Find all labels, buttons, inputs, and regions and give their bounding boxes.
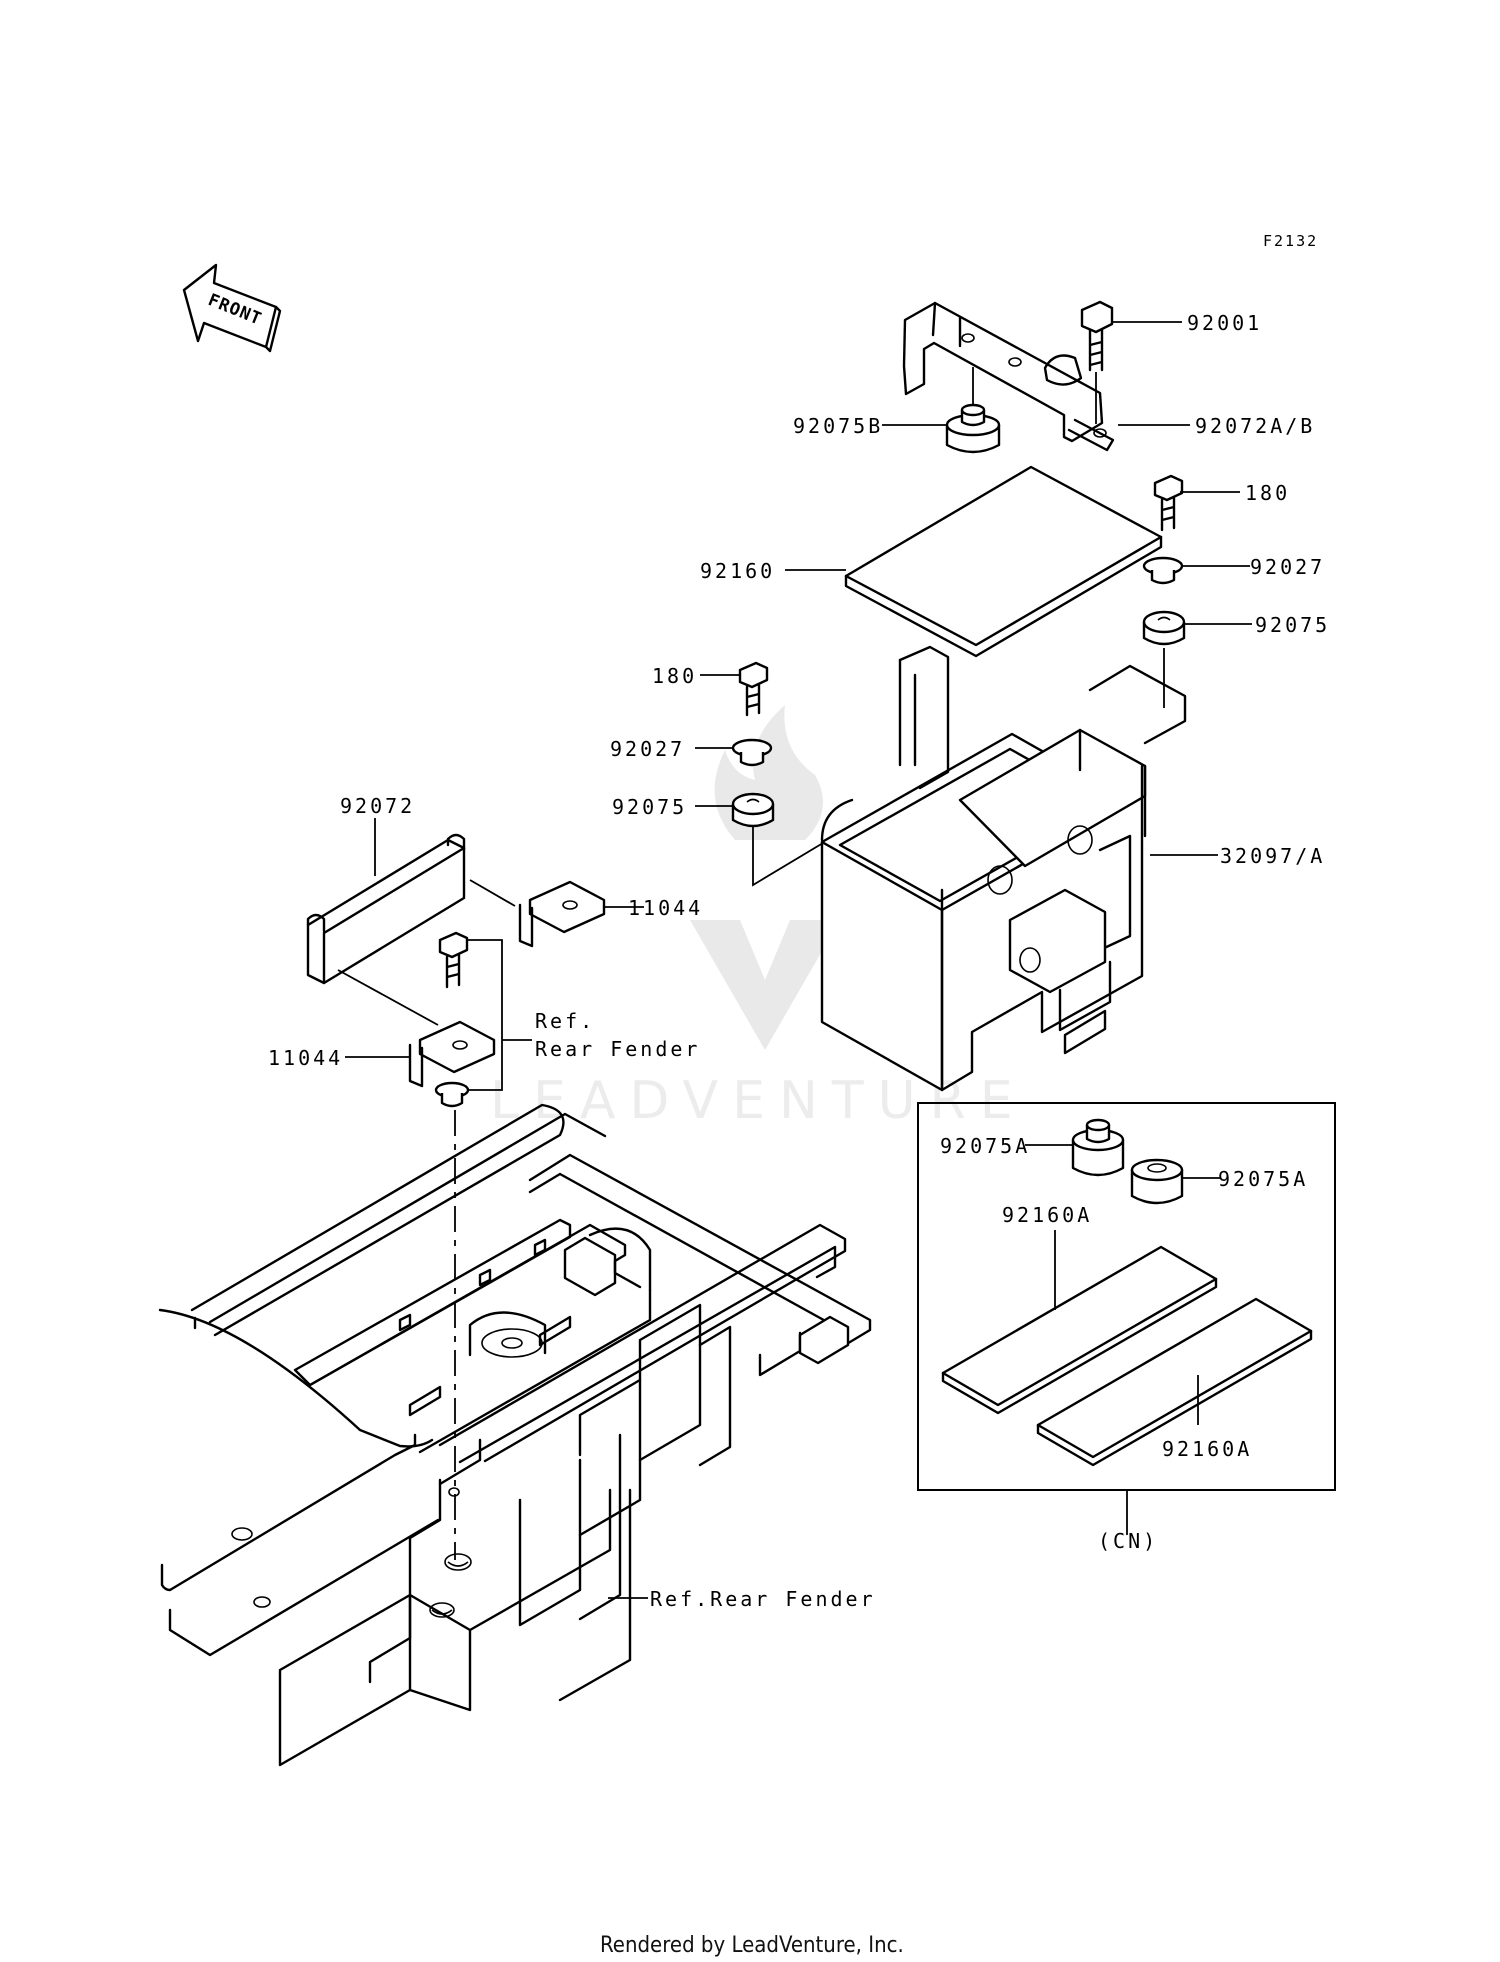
label-92001: 92001 — [1187, 311, 1262, 335]
collar-left-ref — [434, 1081, 470, 1108]
label-11044-lower: 11044 — [268, 1046, 343, 1070]
collar-92027-left — [695, 738, 773, 767]
ref-label-line1: Ref. — [535, 1009, 595, 1033]
damper-92075b — [882, 367, 1001, 454]
label-32097a: 32097/A — [1220, 844, 1325, 868]
label-ref-rear-fender: Ref.Rear Fender — [650, 1587, 876, 1611]
bolt-180-right — [1153, 474, 1240, 532]
front-arrow: FRONT — [182, 263, 282, 353]
strap-92072 — [306, 818, 516, 1026]
label-92075-right: 92075 — [1255, 613, 1330, 637]
ref-label-line2: Rear Fender — [535, 1037, 700, 1061]
clip-11044-upper — [518, 880, 644, 948]
label-92075a-left: 92075A — [940, 1134, 1030, 1158]
label-180-left: 180 — [652, 664, 697, 688]
pad-92160 — [785, 465, 1163, 658]
battery-holder-bracket — [902, 301, 1115, 452]
watermark-text: LEADVENTURE — [490, 1071, 1027, 1131]
label-92072ab: 92072A/B — [1195, 414, 1315, 438]
bolt-left-ref — [438, 931, 532, 1091]
label-cn: (CN) — [1098, 1529, 1158, 1553]
collar-92027-right — [1142, 556, 1250, 585]
label-180-right: 180 — [1245, 481, 1290, 505]
label-11044-upper: 11044 — [628, 896, 703, 920]
damper-92075a-left — [1025, 1118, 1125, 1177]
grommet-92075-right — [1142, 610, 1252, 708]
pad-92160a-top — [941, 1230, 1218, 1415]
bolt-180-left — [700, 661, 769, 717]
diagram-code: F2132 — [1263, 232, 1318, 250]
footer-credit: Rendered by LeadVenture, Inc. — [600, 1933, 904, 1958]
bolt-92001 — [1080, 300, 1182, 424]
battery-case-32097a — [752, 645, 1218, 1092]
clip-11044-lower — [345, 1020, 496, 1088]
label-92160: 92160 — [700, 559, 775, 583]
pad-92160a-bottom — [1036, 1297, 1313, 1467]
label-92027-left: 92027 — [610, 737, 685, 761]
damper-92075a-right — [1130, 1158, 1220, 1205]
label-92072: 92072 — [340, 794, 415, 818]
label-92075a-right: 92075A — [1218, 1167, 1308, 1191]
grommet-92075-left — [695, 792, 775, 828]
label-92075b: 92075B — [793, 414, 883, 438]
label-92027-right: 92027 — [1250, 555, 1325, 579]
label-92160a-bottom: 92160A — [1162, 1437, 1252, 1461]
label-92160a-top: 92160A — [1002, 1203, 1092, 1227]
rear-fender — [158, 1103, 872, 1767]
label-92075-left: 92075 — [612, 795, 687, 819]
cn-kit-box: 92075A 92075A 92160A 92160A (CN) — [917, 1102, 1336, 1553]
